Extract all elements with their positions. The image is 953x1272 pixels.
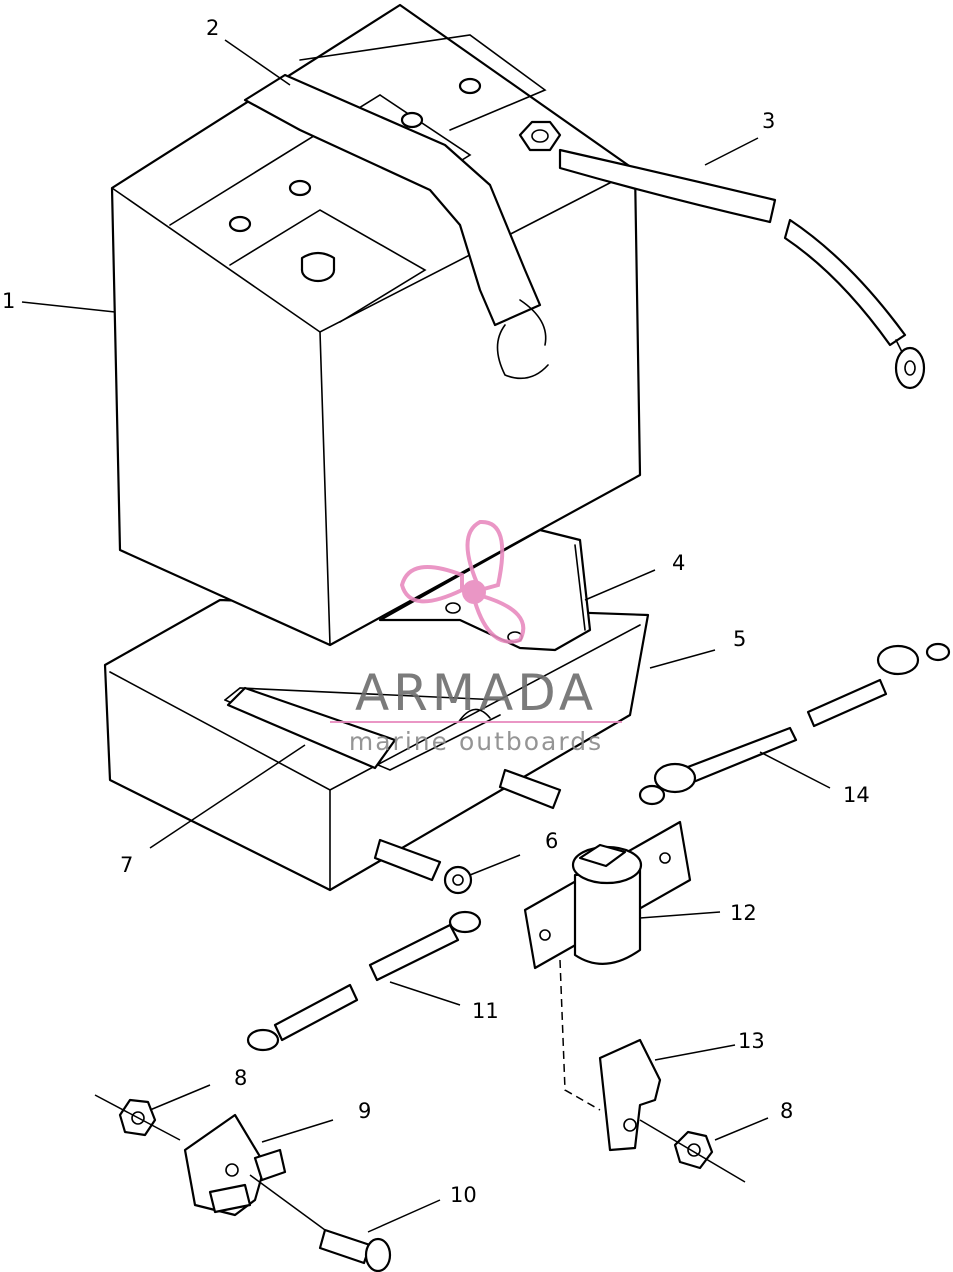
callout-2: 2	[206, 16, 219, 40]
callout-11: 11	[472, 999, 499, 1023]
solenoid	[523, 820, 692, 970]
bolt	[249, 1174, 392, 1272]
propeller-logo-icon	[399, 519, 526, 644]
cable	[638, 642, 951, 806]
bracket	[559, 959, 662, 1152]
callout-6: 6	[545, 829, 558, 853]
callout-4: 4	[672, 551, 685, 575]
callout-numbers: 1 2 3 4 5 6 7 8 8 9 10 11 12 13 14	[2, 16, 870, 1207]
terminal-block	[183, 1113, 287, 1217]
watermark-brand: ARMADA	[355, 664, 597, 722]
watermark-tagline: marine outboards	[349, 727, 603, 756]
callout-7: 7	[120, 853, 133, 877]
callout-10: 10	[450, 1183, 477, 1207]
callout-3: 3	[762, 109, 775, 133]
tray-plate	[226, 686, 397, 770]
armada-watermark: ARMADA marine outboards	[330, 519, 622, 756]
callout-13: 13	[738, 1029, 765, 1053]
ground-wire	[246, 910, 482, 1052]
nut	[94, 1094, 746, 1183]
callout-9: 9	[358, 1099, 371, 1123]
callout-8a: 8	[234, 1066, 247, 1090]
leader-lines	[21, 39, 831, 1233]
callout-1: 1	[2, 289, 15, 313]
callout-12: 12	[730, 901, 757, 925]
lock-washer	[443, 865, 473, 895]
battery-cable	[558, 148, 926, 390]
battery-strap	[243, 73, 549, 380]
stud-screw	[373, 768, 562, 882]
callout-8b: 8	[780, 1099, 793, 1123]
callout-5: 5	[733, 627, 746, 651]
callout-14: 14	[843, 783, 870, 807]
battery	[110, 3, 642, 647]
